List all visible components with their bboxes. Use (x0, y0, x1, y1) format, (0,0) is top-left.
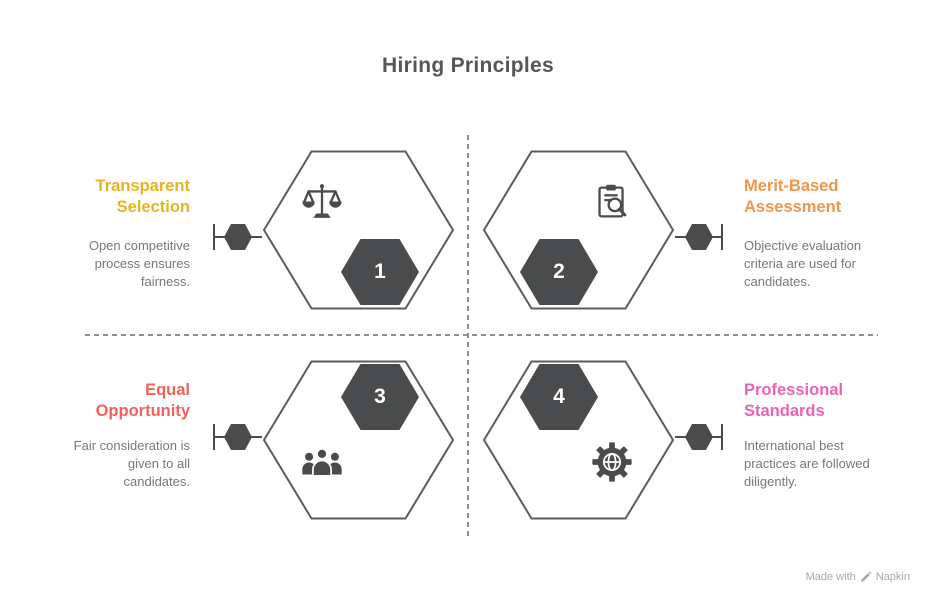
principle-title: Equal Opportunity (95, 381, 190, 420)
principle-title: Merit-Based Assessment (744, 177, 842, 216)
connector-tick (721, 424, 723, 450)
globe-gear-icon (592, 442, 632, 482)
people-group-icon (302, 448, 342, 477)
number-label: 1 (374, 260, 386, 283)
pen-icon (860, 571, 872, 583)
principle-description: Objective evaluation criteria are used f… (744, 238, 862, 289)
principle-description: Open competitive process ensures fairnes… (88, 238, 190, 289)
principle-description: Fair consideration is given to all candi… (73, 438, 190, 489)
number-hexagon: 1 (341, 239, 419, 305)
number-hexagon: 2 (520, 239, 598, 305)
connector-hexagon (224, 424, 252, 450)
scales-icon (302, 184, 342, 218)
hexagon-outline (262, 150, 455, 310)
connector-hexagon (224, 224, 252, 250)
hexagon-outline (482, 360, 675, 520)
connector-hexagon (685, 224, 713, 250)
hexagon-outline (262, 360, 455, 520)
made-with-label: Made with (805, 571, 856, 583)
connector-tick (721, 224, 723, 250)
clipboard-search-icon (598, 184, 627, 218)
number-hexagon: 3 (341, 364, 419, 430)
brand-label: Napkin (875, 571, 910, 583)
number-label: 3 (374, 385, 386, 408)
number-hexagon: 4 (520, 364, 598, 430)
number-label: 4 (553, 385, 565, 408)
horizontal-divider (85, 334, 878, 336)
principle-title: Professional Standards (744, 381, 844, 420)
made-with-napkin[interactable]: Made with Napkin (806, 571, 910, 583)
principle-title: Transparent Selection (95, 177, 190, 216)
number-label: 2 (553, 260, 565, 283)
page-title: Hiring Principles (382, 54, 554, 77)
hexagon-outline (482, 150, 675, 310)
vertical-divider (467, 135, 469, 540)
connector-hexagon (685, 424, 713, 450)
principle-description: International best practices are followe… (744, 438, 870, 489)
